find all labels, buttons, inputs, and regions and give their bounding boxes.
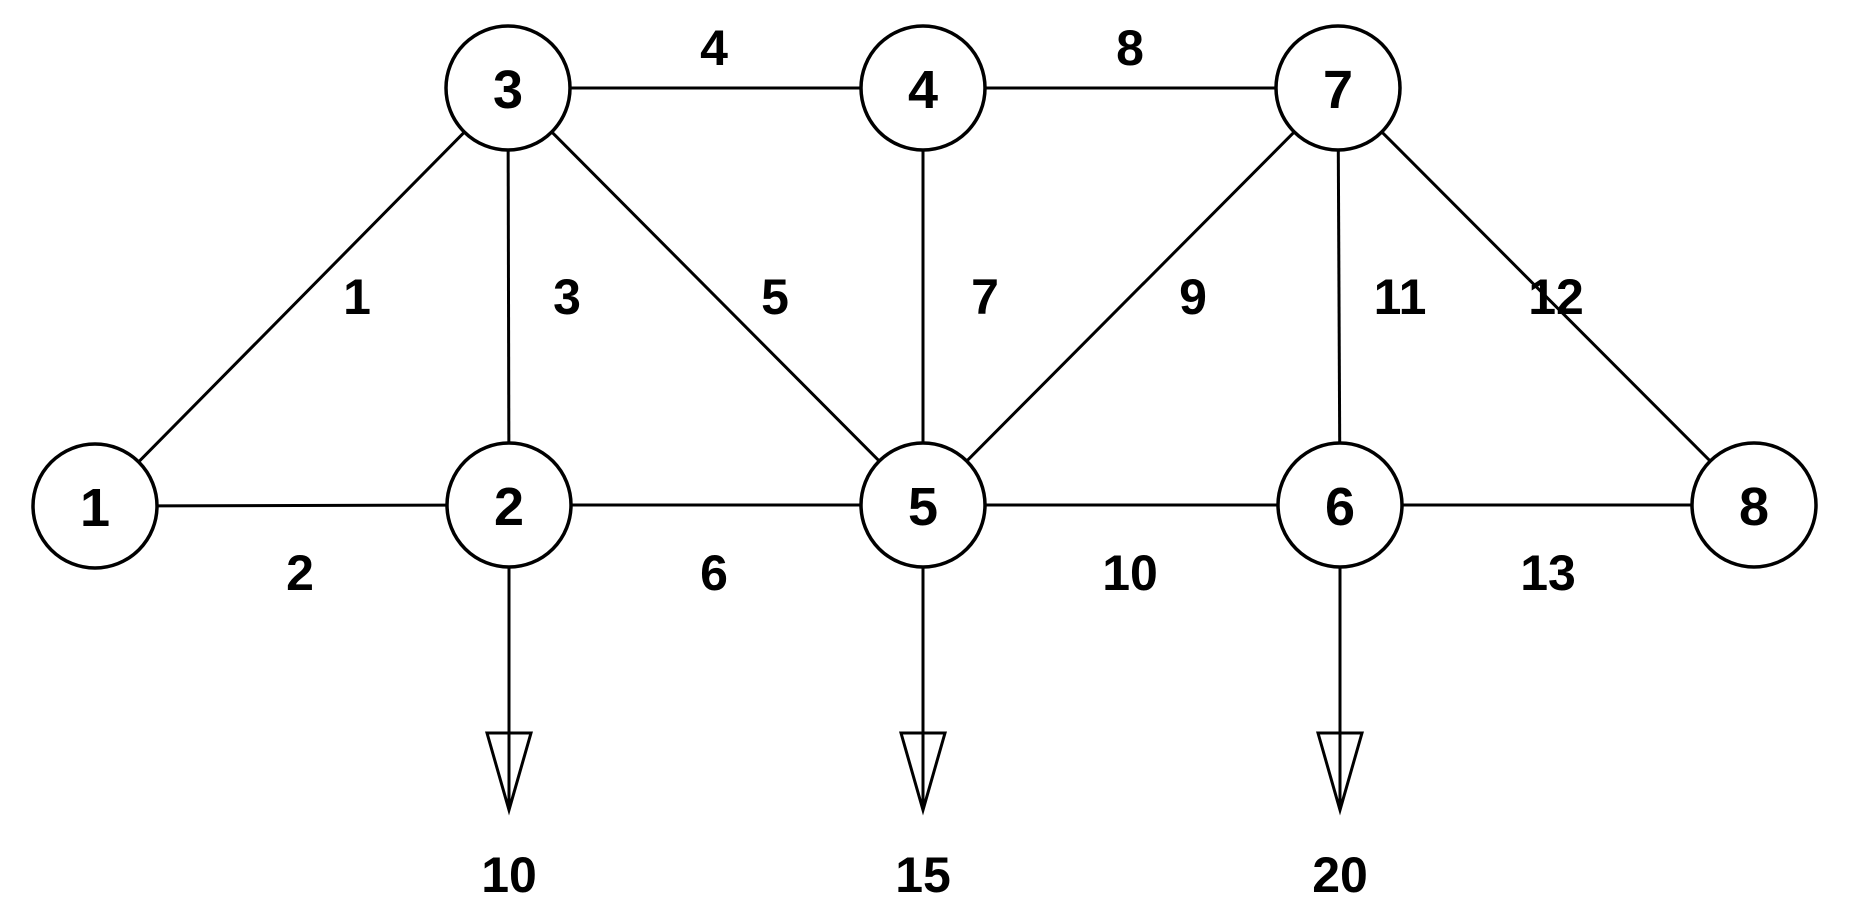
node-label: 7 [1323, 60, 1353, 120]
edge-weight-label: 10 [1102, 545, 1158, 601]
demand-labels-layer: 10 15 20 [481, 847, 1368, 903]
node-circle[interactable] [31, 442, 159, 570]
demand-value-label: 15 [895, 847, 951, 903]
node-label: 3 [493, 60, 523, 120]
graph-node-2[interactable]: 2 [445, 441, 573, 569]
edge-line [1380, 130, 1712, 463]
edge-line [550, 130, 881, 463]
graph-node-5[interactable]: 5 [859, 441, 987, 569]
edge-weight-label: 2 [286, 545, 314, 601]
edge-line [156, 503, 448, 508]
edge-weight-label: 13 [1520, 545, 1576, 601]
graph-node-4[interactable]: 4 [859, 24, 987, 152]
node-circle[interactable] [445, 441, 573, 569]
edge-weight-label: 8 [1116, 20, 1144, 76]
edge-weight-label: 9 [1179, 269, 1207, 325]
graph-node-1[interactable]: 1 [31, 442, 159, 570]
edge-weight-label: 6 [700, 545, 728, 601]
demand-arrows-layer [485, 567, 1364, 816]
edge-line [965, 130, 1296, 463]
edge-weight-label: 11 [1374, 269, 1427, 325]
node-label: 1 [80, 478, 110, 538]
graph-node-7[interactable]: 7 [1274, 24, 1402, 152]
edge-weight-label: 12 [1528, 269, 1584, 325]
edge-line [1336, 149, 1342, 444]
node-label: 8 [1739, 477, 1769, 537]
graph-node-6[interactable]: 6 [1276, 441, 1404, 569]
node-circle[interactable] [444, 24, 572, 152]
node-label: 2 [494, 477, 524, 537]
graph-node-3[interactable]: 3 [444, 24, 572, 152]
edge-weight-label: 4 [700, 20, 728, 76]
edge-weight-label: 3 [553, 269, 581, 325]
node-circle[interactable] [1276, 441, 1404, 569]
edge-weight-label: 7 [971, 269, 999, 325]
demand-value-label: 10 [481, 847, 537, 903]
edge-line [137, 131, 466, 463]
edge-weight-label: 5 [761, 269, 789, 325]
node-circle[interactable] [859, 441, 987, 569]
edges-layer [137, 86, 1712, 508]
node-circle[interactable] [1274, 24, 1402, 152]
node-label: 5 [908, 477, 938, 537]
graph-node-8[interactable]: 8 [1690, 441, 1818, 569]
node-label: 6 [1325, 477, 1355, 537]
node-circle[interactable] [1690, 441, 1818, 569]
demand-value-label: 20 [1312, 847, 1368, 903]
node-circle[interactable] [859, 24, 987, 152]
edge-weight-label: 1 [343, 269, 371, 325]
node-label: 4 [908, 60, 938, 120]
edge-line [506, 149, 511, 444]
